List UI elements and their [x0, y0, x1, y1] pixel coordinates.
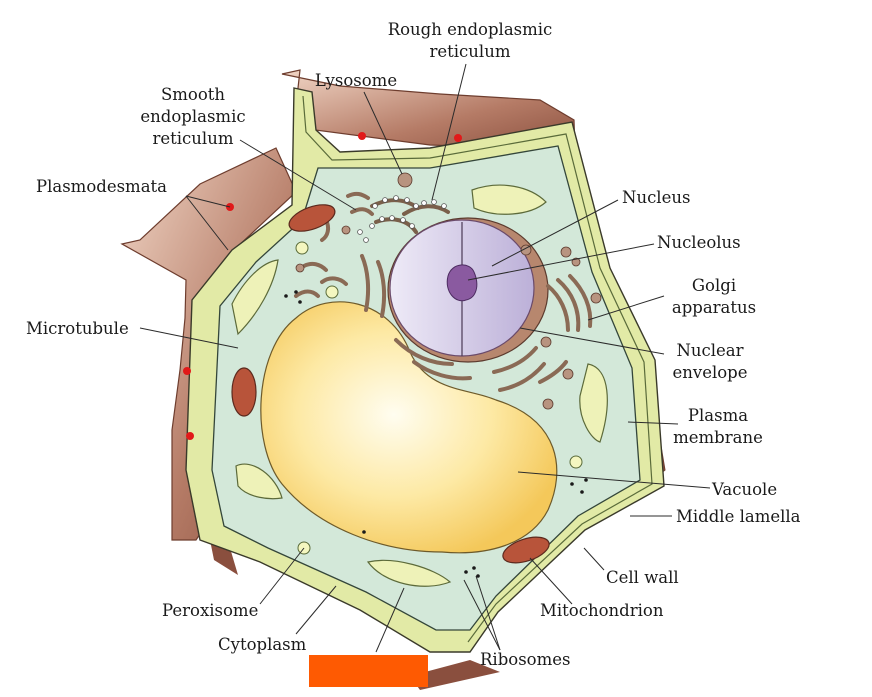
vesicles: [295, 172, 602, 410]
label-vacuole: Vacuole: [711, 480, 777, 499]
nucleus: [387, 217, 549, 363]
peroxisomes: [295, 241, 583, 555]
nucleolus: [446, 264, 478, 302]
leader-lines: [139, 63, 711, 653]
label-plasmodesmata: Plasmodesmata: [36, 177, 167, 196]
label-nucleus: Nucleus: [622, 188, 690, 207]
labels: Rough endoplasmic reticulum Lysosome Smo…: [26, 20, 801, 669]
label-ribosomes: Ribosomes: [480, 650, 570, 669]
middle-lamella: [302, 95, 653, 643]
lysosome: [397, 172, 413, 188]
label-smooth-er-line2: endoplasmic: [140, 107, 245, 126]
label-plasma-membrane-line2: membrane: [673, 428, 763, 447]
label-smooth-er-line1: Smooth: [161, 85, 225, 104]
label-cytoplasm: Cytoplasm: [218, 635, 307, 654]
mitochondrion: [502, 536, 550, 564]
label-rough-er-line1: Rough endoplasmic: [388, 20, 553, 39]
label-lysosome: Lysosome: [315, 71, 397, 90]
label-middle-lamella: Middle lamella: [676, 507, 801, 526]
label-nuclear-envelope-line2: envelope: [672, 363, 747, 382]
mitochondria: [231, 204, 550, 564]
label-smooth-er-line3: reticulum: [153, 129, 234, 148]
ribosomes: [284, 290, 588, 578]
label-nucleolus: Nucleolus: [657, 233, 741, 252]
label-golgi-line1: Golgi: [692, 276, 736, 295]
label-mitochondrion: Mitochondrion: [540, 601, 664, 620]
label-peroxisome: Peroxisome: [162, 601, 258, 620]
redaction-box: [309, 655, 428, 687]
label-golgi-line2: apparatus: [672, 298, 756, 317]
ribosome-dots-er: [357, 195, 447, 243]
label-nuclear-envelope-line1: Nuclear: [676, 341, 743, 360]
label-microtubule: Microtubule: [26, 319, 129, 338]
chloroplasts: [231, 184, 608, 587]
label-plasma-membrane-line1: Plasma: [688, 406, 748, 425]
label-cell-wall: Cell wall: [606, 568, 679, 587]
golgi-apparatus: [546, 274, 593, 332]
smooth-er: [294, 191, 568, 392]
label-rough-er-line2: reticulum: [430, 42, 511, 61]
